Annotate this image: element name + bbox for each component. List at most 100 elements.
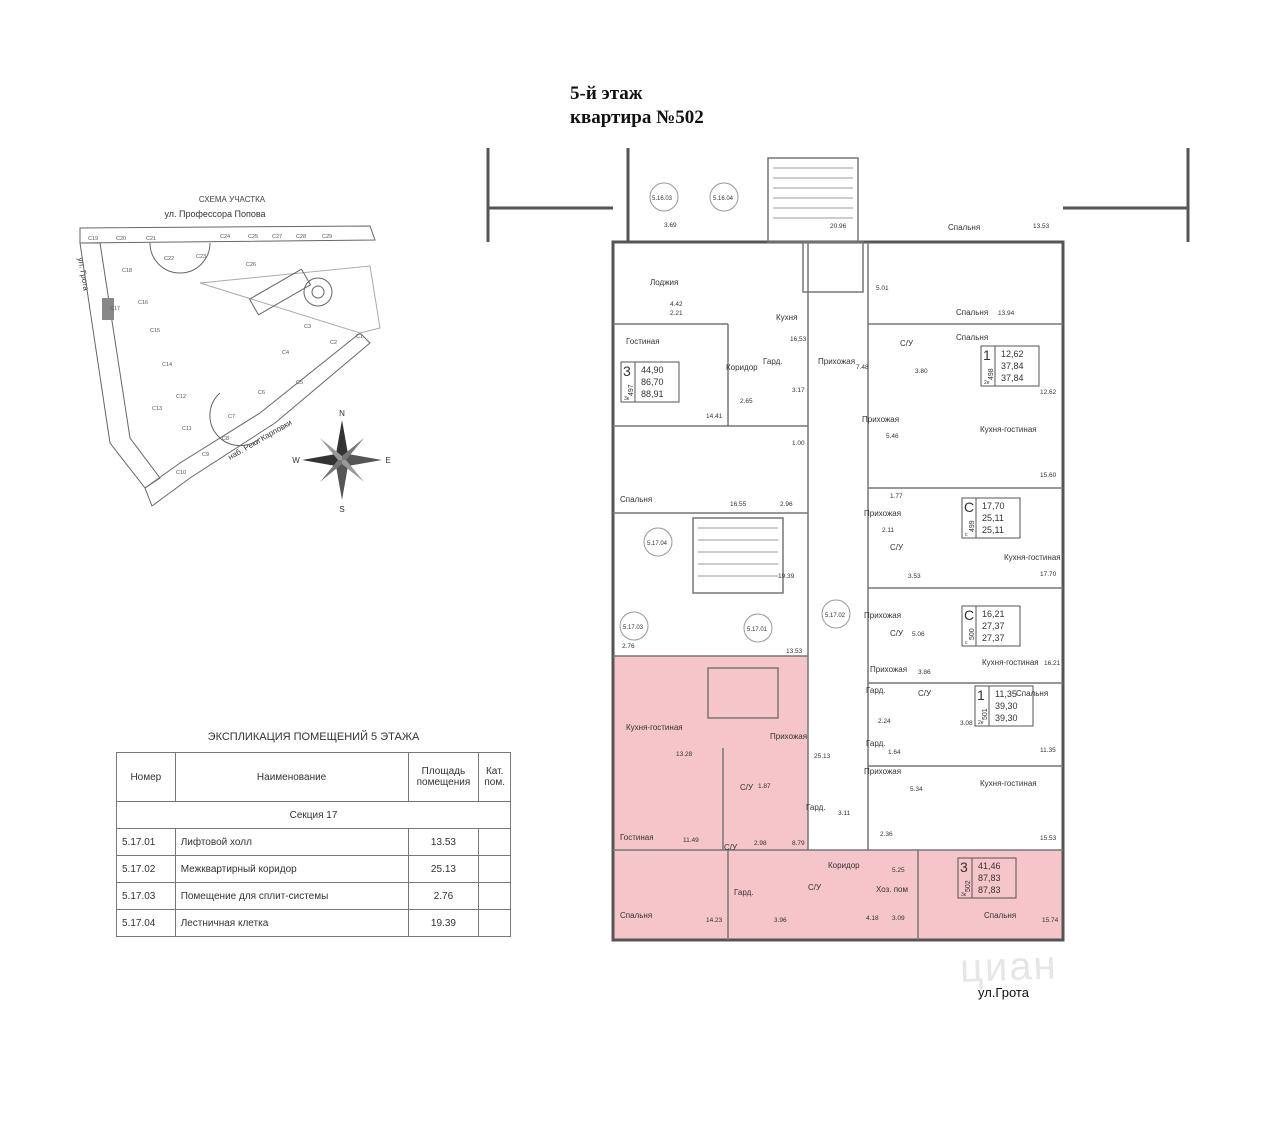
section-label: С27: [272, 234, 282, 240]
badge-area: 39,30: [995, 701, 1018, 711]
stairs: [698, 167, 853, 577]
room-kg-501: Кухня-гостиная: [980, 779, 1037, 788]
col-area: Площадь помещения: [407, 752, 480, 802]
room-gostinaya-502: Гостиная: [620, 833, 654, 842]
area-396: 3.96: [774, 917, 787, 924]
badge-area: 17,70: [982, 501, 1005, 511]
row-area: 19.39: [407, 909, 480, 937]
badge-number: 502: [965, 880, 972, 892]
section-label: С24: [220, 234, 230, 240]
badge-type: 3к: [961, 892, 967, 898]
section-label: С2: [330, 340, 337, 346]
section-label: С25: [248, 234, 258, 240]
courtyard-rotunda: [303, 277, 333, 307]
street-bottom-label: наб. Реки Карповки: [227, 418, 294, 462]
courtyard-rotunda-inner: [311, 285, 325, 299]
apartment-badges: 34973к44,9086,7088,9114982е12,6237,8437,…: [620, 345, 1040, 899]
room-codes: 5.16.03 5.16.04 5.17.04 5.17.03 5.17.01 …: [619, 182, 851, 643]
area-353: 3.53: [908, 573, 921, 580]
badge-type: 2е: [984, 380, 990, 386]
badge-frame: [620, 361, 680, 403]
badge-type: с: [965, 532, 968, 538]
code-51701: 5.17.01: [747, 627, 768, 633]
room-prihozhaya-499: Прихожая: [864, 509, 901, 518]
badge-rooms: С: [964, 607, 974, 623]
area-1574: 15.74: [1042, 917, 1059, 924]
badge-number: 501: [982, 708, 989, 720]
room-kg-499: Кухня-гостиная: [1004, 553, 1061, 562]
area-1423: 14.23: [706, 917, 723, 924]
area-1328: 13.28: [676, 751, 693, 758]
area-177: 1.77: [890, 493, 903, 500]
room-su-498: С/У: [900, 339, 914, 348]
west-block: [79, 242, 161, 489]
badge-area: 86,70: [641, 377, 664, 387]
area-317: 3.17: [792, 387, 805, 394]
area-418: 4.18: [866, 915, 879, 922]
area-1353b: 13.53: [786, 648, 803, 655]
badge-frame: [974, 685, 1034, 727]
room-spalnya-498: Спальня: [956, 333, 988, 342]
area-879: 8.79: [792, 840, 805, 847]
row-name: Лестничная клетка: [174, 909, 409, 937]
area-164: 1.64: [888, 749, 901, 756]
row-category: [478, 909, 511, 937]
area-1149: 11.49: [683, 837, 699, 844]
plan-title: 5-й этаж квартира №502: [570, 82, 704, 130]
section-label: С15: [150, 328, 160, 334]
code-51703: 5.17.03: [623, 625, 644, 631]
section-label: С11: [182, 426, 192, 432]
section-label: С22: [164, 256, 174, 262]
room-spalnya-502b: Спальня: [984, 911, 1016, 920]
area-265: 2.65: [740, 398, 753, 405]
section-label: С5: [296, 380, 303, 386]
row-name: Помещение для сплит-системы: [174, 882, 409, 910]
col-category: Кат. пом.: [478, 752, 511, 802]
area-276: 2.76: [622, 643, 635, 650]
area-1135: 11.35: [1040, 747, 1056, 754]
code-51704: 5.17.04: [647, 541, 668, 547]
badge-area: 37,84: [1001, 373, 1024, 383]
site-plan: СХЕМА УЧАСТКА ул. Профессора Попова ул. …: [60, 188, 400, 518]
section-label: С26: [246, 262, 256, 268]
section-label: С8: [222, 436, 229, 442]
section-label: С12: [176, 394, 186, 400]
room-prihozhaya-501: Прихожая: [870, 665, 907, 674]
badge-area: 39,30: [995, 713, 1018, 723]
badge-number: 499: [969, 520, 976, 532]
room-su-500: С/У: [890, 629, 904, 638]
apartment-502-fill: [613, 656, 1063, 940]
area-506: 5.06: [912, 631, 925, 638]
room-hoz-502: Хоз. пом: [876, 885, 908, 894]
section-label: С9: [202, 452, 209, 458]
street-top-label: ул. Профессора Попова: [164, 209, 265, 219]
compass-n: N: [339, 409, 345, 418]
badge-frame: [957, 857, 1017, 899]
badge-area: 11,35: [995, 689, 1017, 699]
floor-title: 5-й этаж: [570, 83, 643, 104]
row-name: Межквартирный коридор: [174, 855, 409, 883]
street-left-label: ул. Грота: [76, 257, 91, 292]
room-gard-502b: Гард.: [734, 888, 754, 897]
section-17-marker: [102, 298, 114, 320]
floor-plan-drawing: 34973к44,9086,7088,9114982е12,6237,8437,…: [486, 148, 1190, 942]
street-label: ул.Грота: [978, 985, 1029, 1000]
room-prihozhaya-497: Прихожая: [818, 357, 855, 366]
area-309: 3.09: [892, 915, 905, 922]
room-su-502b: С/У: [724, 843, 738, 852]
courtyard-building: [248, 268, 312, 316]
room-spalnya-501: Спальня: [1016, 689, 1048, 698]
area-1655: 16.55: [730, 501, 747, 508]
row-number: 5.17.01: [116, 828, 176, 856]
room-su-502c: С/У: [808, 883, 822, 892]
section-label: С29: [322, 234, 332, 240]
compass-s: S: [339, 505, 344, 514]
section-label: С16: [138, 300, 148, 306]
explication-header-row: Номер Наименование Площадь помещения Кат…: [116, 752, 511, 802]
room-areas: 3.69 20.96 13.53 4.42 2.21 5.01 16,53 13…: [622, 222, 1061, 924]
room-spalnya-498a: Спальня: [956, 308, 988, 317]
